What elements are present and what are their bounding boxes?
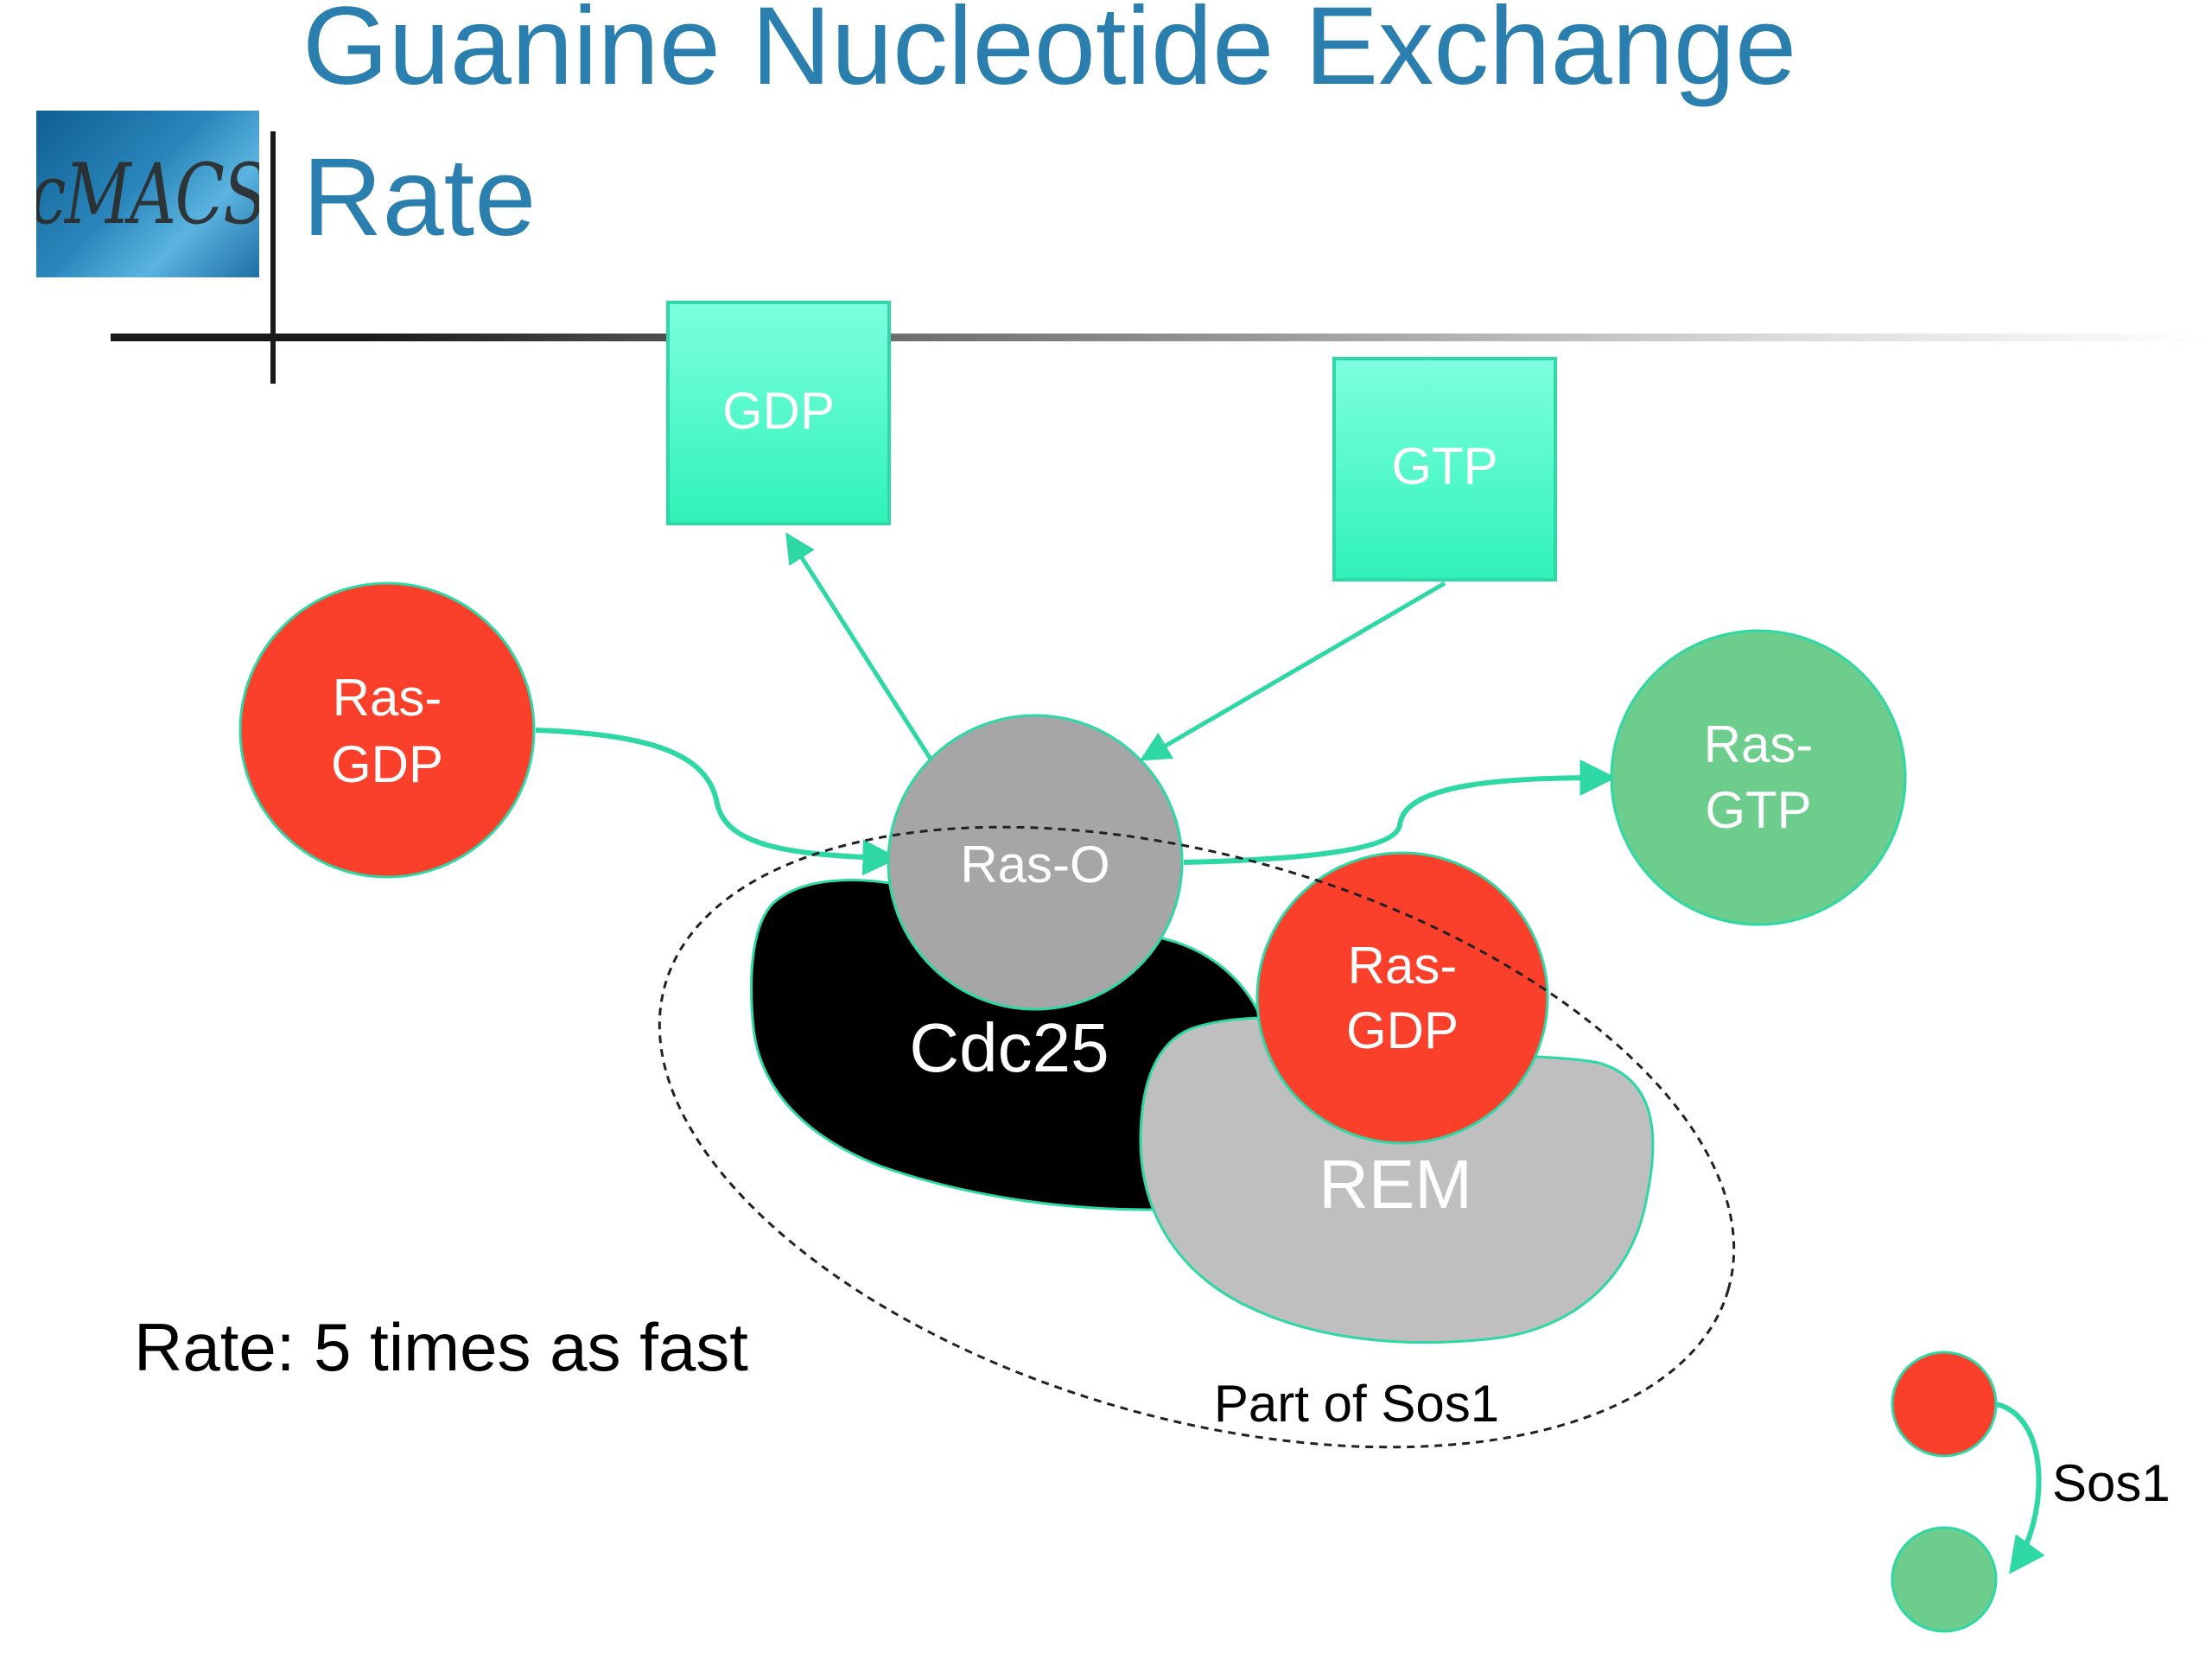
arrow-ras-gdp-to-ras-o [535,728,899,876]
slide-title-line-2: Rate [302,136,537,259]
gdp-box-label: GDP [722,382,835,440]
legend-ras-gdp-dot [1891,1351,1998,1458]
ras-gdp-label-line-2: GDP [331,735,443,793]
ras-gtp-label-line-2: GTP [1705,781,1811,839]
legend-sos1-label: Sos1 [2052,1454,2171,1512]
legend-ras-gtp-dot [1891,1526,1998,1633]
title-divider-vertical [270,131,276,384]
ras-gdp-bound-label-line-1: Ras- [1348,937,1458,995]
part-of-sos1-label: Part of Sos1 [1214,1375,1499,1433]
ras-gdp-label-line-1: Ras- [333,669,442,727]
gdp-box [666,301,891,525]
gtp-box-label: GTP [1391,437,1497,495]
rem-label: REM [1319,1146,1472,1223]
arrow-gtp-to-ras-o [1139,581,1446,761]
ras-o-label: Ras-O [960,836,1109,893]
slide-title-line-1: Guanine Nucleotide Exchange [302,0,1797,108]
arrow-ras-o-to-ras-gtp [1183,760,1617,865]
ras-gdp-node [238,582,536,879]
legend-sos1-arrow [1995,1402,2045,1574]
arrow-ras-o-to-gdp [785,532,934,762]
cdc25-label: Cdc25 [909,1009,1109,1086]
logo-text: cMACS [36,145,259,243]
ras-gtp-node [1610,629,1907,926]
ras-gdp-bound-node [1255,851,1549,1145]
cmacs-logo: cMACS [36,111,259,277]
ras-gtp-label-line-1: Ras- [1704,715,1814,773]
ras-o-node [887,714,1184,1011]
rate-annotation: Rate: 5 times as fast [134,1309,748,1385]
sos1-region-outline [658,825,1736,1449]
title-divider-horizontal [111,334,2212,341]
ras-gdp-bound-label-line-2: GDP [1346,1001,1459,1059]
gtp-box [1332,357,1557,582]
